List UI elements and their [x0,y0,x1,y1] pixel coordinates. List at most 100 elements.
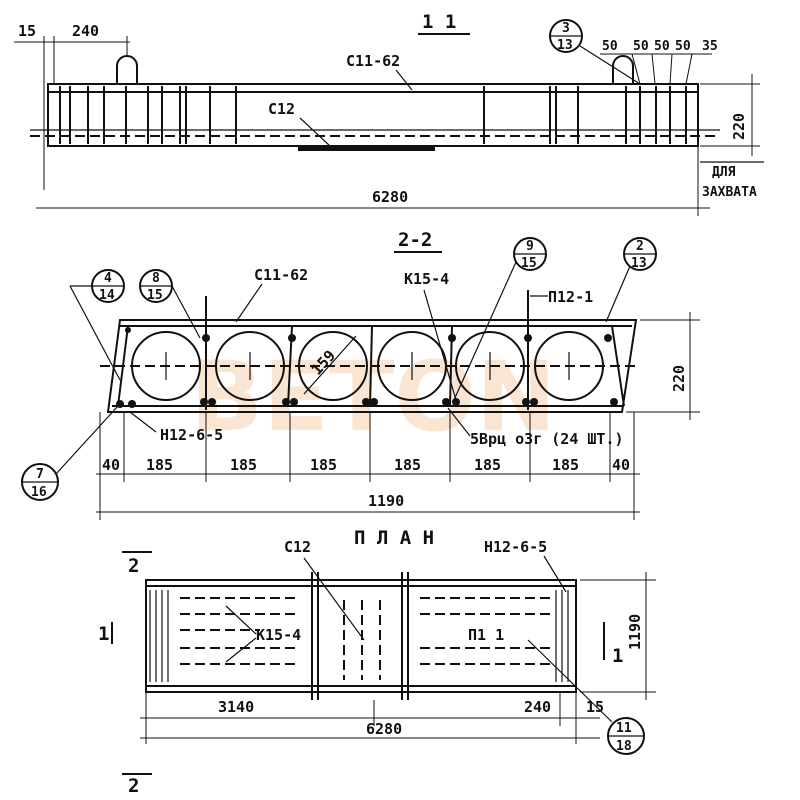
label-frame-plan: К15-4 [256,626,301,644]
callout-8-15: 8 15 [139,269,201,339]
dim-pitch-1: 185 [146,456,173,474]
label-bottom-mesh-plan: С12 [284,538,311,556]
plan-title: П Л А Н [354,527,434,549]
callout-7-16: 7 16 [21,405,119,501]
dim-height-1-1: 220 [730,113,748,140]
callout-9-15: 9 15 [453,237,547,401]
section-1-1-title: 1 1 [422,11,456,33]
label-wire-2-2: 5Врц оЗг (24 ШТ.) [470,430,624,448]
leader-bottom-mesh-1-1 [299,117,331,147]
dim-pitch-ticks [99,412,635,520]
stirrups-left [59,86,237,144]
dim-length-1-1: 6280 [372,188,408,206]
stirrups-right [483,86,687,144]
leader-frame-plan-1 [225,605,257,635]
leader-frame-2-2 [423,289,457,401]
section-mark-2-top: 2 [128,555,139,577]
section-1-1: 1 1 С11-62 С12 [14,11,764,216]
dim-edge-left: 40 [102,456,120,474]
lifting-loop-left [116,55,138,84]
callout-4-14-bottom: 14 [99,288,115,303]
callout-8-15-bottom: 15 [147,288,163,303]
dim-width-plan: 1190 [626,614,644,650]
dim-spacing-3: 50 [654,39,670,54]
dim-pitch-2: 185 [230,456,257,474]
dim-pitch-6: 185 [552,456,579,474]
slab-cross-section-outline [106,319,638,413]
diameter-leader [303,335,357,395]
callout-11-18-bottom: 18 [616,739,632,754]
void-2 [215,331,285,401]
dim-half-length: 3140 [218,698,254,716]
dim-pitch-3: 185 [310,456,337,474]
dim-edge-right: 40 [612,456,630,474]
callout-11-18 [607,717,645,755]
slab-elevation-outline [47,83,699,147]
leader-wire-2-2 [447,407,471,437]
label-mesh-right-plan: Н12-6-5 [484,538,547,556]
section-mark-1-right: 1 [612,645,623,667]
callout-3-13-top: 3 [562,21,570,36]
dim-width-2-2: 1190 [368,492,404,510]
dim-spacing-1: 50 [602,39,618,54]
void-6 [534,331,604,401]
leader-frame-plan-2 [225,637,257,663]
leader-callout-3-13 [579,45,641,85]
dim-hook-plan: 240 [524,698,551,716]
dim-pitch-4: 185 [394,456,421,474]
dim-hook-offset: 240 [72,22,99,40]
section-2-2-title: 2-2 [398,229,432,251]
dim-end-plan: 15 [586,698,604,716]
callout-3-13 [549,19,583,53]
callout-2-13-bottom: 13 [631,256,647,271]
dim-spacing-4: 50 [675,39,691,54]
leader-top-mesh-2-2 [235,283,263,323]
leader-top-mesh-1-1 [395,69,413,91]
label-top-mesh-1-1: С11-62 [346,52,400,70]
leader-bottom-mesh-plan [303,557,365,641]
section-mark-2-bottom: 2 [128,775,139,797]
spacing-ticks [631,53,693,85]
label-loop-2-2: П12-1 [548,288,593,306]
void-3 [298,331,368,401]
leader-mesh-right-plan [543,555,567,593]
rebar-dots [116,327,618,408]
leader-callout-11-18 [527,639,613,723]
circular-voids [131,331,604,401]
section-2-2: 2-2 15 9 [21,229,700,520]
label-top-mesh-2-2: С11-62 [254,266,308,284]
callout-9-15-bottom: 15 [521,256,537,271]
lift-note-line-2: ЗАХВАТА [702,185,757,200]
dim-spacing-2: 50 [633,39,649,54]
label-frame-2-2: К15-4 [404,270,449,288]
leader-bottom-mesh-2-2 [129,411,157,433]
plan-end-hatching [149,590,569,682]
dim-end-gap: 15 [18,22,36,40]
dim-height-2-2: 220 [670,365,688,392]
lift-note-line-1: ДЛЯ [712,165,736,180]
lifting-loop-right [612,55,634,84]
callout-4-14-top: 4 [104,271,112,286]
label-bottom-mesh-1-1: С12 [268,100,295,118]
callout-2-13: 2 13 [605,237,657,323]
plan-break-lines [311,572,409,700]
callout-4-14: 4 14 [69,269,125,381]
label-bottom-mesh-2-2: Н12-6-5 [160,426,223,444]
plan-outline [145,579,577,693]
callout-8-15-top: 8 [152,271,160,286]
callout-7-16-top: 7 [36,467,44,482]
callout-11-18-top: 11 [616,721,632,736]
callout-9-15-top: 9 [526,239,534,254]
void-5 [455,331,525,401]
plan-view: П Л А Н С12 Н12-6-5 [98,527,656,797]
dim-length-plan: 6280 [366,720,402,738]
plan-frames-dashed [180,597,550,680]
watermark-text: BETON [190,341,556,453]
void-centre-marks [165,352,570,380]
dim-plan-ticks [145,692,577,744]
void-1 [131,331,201,401]
callout-2-13-top: 2 [636,239,644,254]
dim-spacing-5: 35 [702,39,718,54]
callout-3-13-bottom: 13 [557,38,573,53]
